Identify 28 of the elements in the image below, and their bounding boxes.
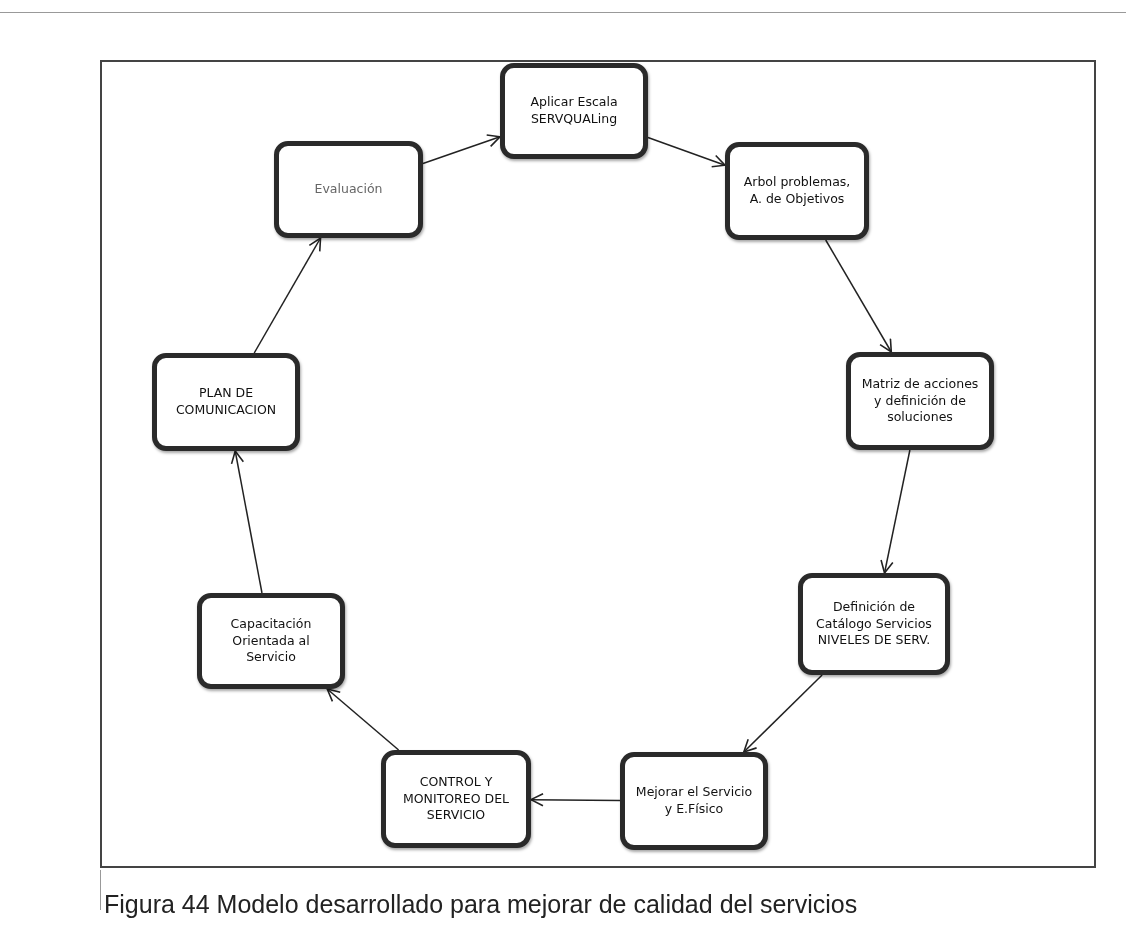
arrow xyxy=(647,136,726,168)
process-box xyxy=(152,353,300,451)
arrow xyxy=(253,237,322,354)
box-label: Arbol problemas, A. de Objetivos xyxy=(742,174,852,208)
arrow xyxy=(824,239,893,353)
process-box xyxy=(798,573,950,675)
arrow xyxy=(530,792,621,807)
box-label: Definición de Catálogo Servicios NIVELES DE SERV. xyxy=(815,598,933,650)
process-box xyxy=(274,141,423,238)
process-box xyxy=(725,142,869,240)
box-label: Evaluación xyxy=(314,181,383,198)
arrow xyxy=(230,450,263,594)
arrow xyxy=(743,674,823,753)
process-box xyxy=(381,750,531,848)
arrow xyxy=(422,134,501,165)
box-label: Matriz de acciones y definición de soluciones xyxy=(860,375,980,427)
box-label: Mejorar el Servicio y E.Físico xyxy=(634,784,754,818)
box-label: Capacitación Orientada al Servicio xyxy=(229,615,313,667)
box-label: Aplicar Escala SERVQUALing xyxy=(529,94,619,128)
process-box xyxy=(846,352,994,450)
box-label: CONTROL Y MONITOREO DEL SERVICIO xyxy=(402,773,510,825)
box-label: PLAN DE COMUNICACION xyxy=(174,385,278,419)
figure-caption: Figura 44 Modelo desarrollado para mejorar de calidad del servicios xyxy=(104,890,858,919)
process-box xyxy=(620,752,768,850)
process-box xyxy=(197,593,345,689)
arrow xyxy=(326,688,400,751)
arrow xyxy=(880,449,911,574)
process-box xyxy=(500,63,648,159)
